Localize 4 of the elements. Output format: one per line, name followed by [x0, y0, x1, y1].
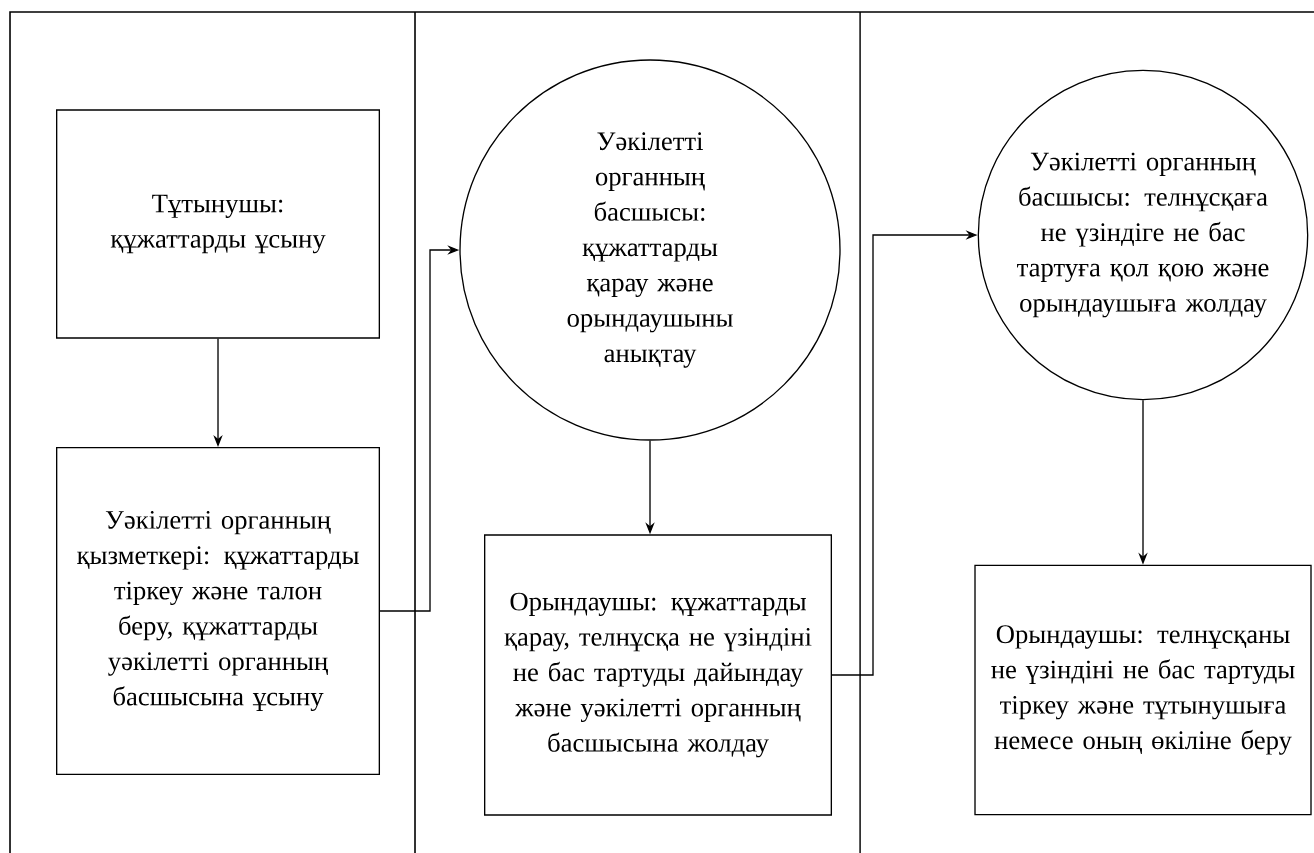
- process-box: Уәкілетті органның қызметкері: құжаттарды тіркеу және талон беру, құжаттарды уәкілетті органның басшысына ұсыну: [56, 447, 380, 775]
- process-box: Тұтынушы: құжаттарды ұсыну: [56, 109, 380, 339]
- process-box: Орындаушы: құжаттарды қарау, телнұсқа не үзіндіні не бас тартуды дайындау және уәкілетті органның басшысына жолдау: [484, 534, 832, 816]
- process-box: Орындаушы: телнұсқаны не үзіндіні не бас тартуды тіркеу және тұтынушыға немесе оның өкіліне беру: [974, 564, 1312, 816]
